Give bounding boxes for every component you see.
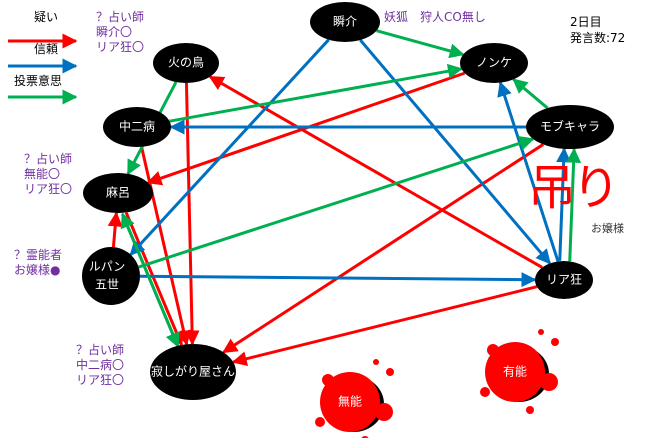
legend-vote-label: 投票意思 [14,74,63,88]
edges [107,29,582,367]
edge-doubt-hinotori-to-sabishi [184,82,200,346]
edge-doubt-lupin-to-maro [107,211,123,248]
edge-vote-lupin-to-mob [138,136,535,269]
hanged-label: 吊り [528,160,620,216]
legend-trust-label: 信頼 [34,42,59,56]
node-hinotori[interactable]: 火の鳥 [153,43,219,83]
node-label: 寂しがり屋さん [151,364,235,379]
hanged-name: お嬢様 [590,222,625,235]
edge-doubt-chuni-to-sabishi [140,146,191,346]
node-maro[interactable]: 麻呂 [83,173,153,213]
node-label: ノンケ [476,56,512,70]
day-info: 2日目 発言数:72 [570,14,625,46]
node-mob[interactable]: モブキャラ [526,105,614,149]
edge-vote-shunsuke-to-nonke [376,29,465,59]
node-riakyo[interactable]: リア狂 [535,261,593,299]
day-label: 2日目 [570,15,602,29]
legend-doubt-label: 疑い [34,10,59,24]
node-chuni[interactable]: 中二病 [103,107,171,147]
dead-player-label: 有能 [503,365,527,379]
edge-trust-shunsuke-to-riakyo [359,39,552,265]
dead-player-label: 無能 [338,394,362,409]
edge-vote-maro-to-sabishi [121,213,180,348]
node-nonke[interactable]: ノンケ [460,43,528,83]
note-lupin: ？霊能者 お嬢様● [14,248,63,277]
edge-vote-mob-to-nonke [512,78,549,110]
edge-doubt-maro-to-sabishi [124,211,184,347]
node-label: リア狂 [546,273,582,287]
edge-trust-shunsuke-to-lupin [129,38,330,256]
node-label: モブキャラ [540,119,600,134]
note-hinotori: ？占い師 瞬介〇 リア狂〇 [96,10,145,54]
node-sabishi[interactable]: 寂しがり屋さん [150,344,236,400]
edge-vote-chuni-to-nonke [169,63,463,123]
node-label: 中二病 [119,119,155,134]
dead-player-1: 有能 [480,329,559,414]
node-shunsuke[interactable]: 瞬介 [310,2,380,42]
note-maro: ？占い師 無能〇 リア狂〇 [24,152,73,196]
edge-doubt-mob-to-sabishi [222,143,544,354]
blood-splatters: 無能 有能 [315,329,559,438]
node-label-2: 五世 [95,278,119,292]
note-shunsuke: 妖狐 狩人CO無し [384,10,486,24]
post-count: 発言数:72 [570,31,626,45]
legend-arrows [8,33,78,105]
edge-trust-riakyo-to-nonke [497,81,560,262]
note-sabishi: ？占い師 中二病〇 リア狂〇 [76,343,125,387]
node-label: 麻呂 [106,185,130,200]
node-label: 火の鳥 [168,55,204,70]
node-label: 瞬介 [333,15,357,29]
edge-doubt-riakyo-to-sabishi [231,285,538,367]
edge-trust-riakyo-to-mob [556,147,572,261]
edge-trust-lupin-to-riakyo [139,272,537,288]
dead-player-0: 無能 [315,359,394,438]
edge-vote-riakyo-to-mob [566,147,582,262]
node-label: ルパン [89,260,126,274]
